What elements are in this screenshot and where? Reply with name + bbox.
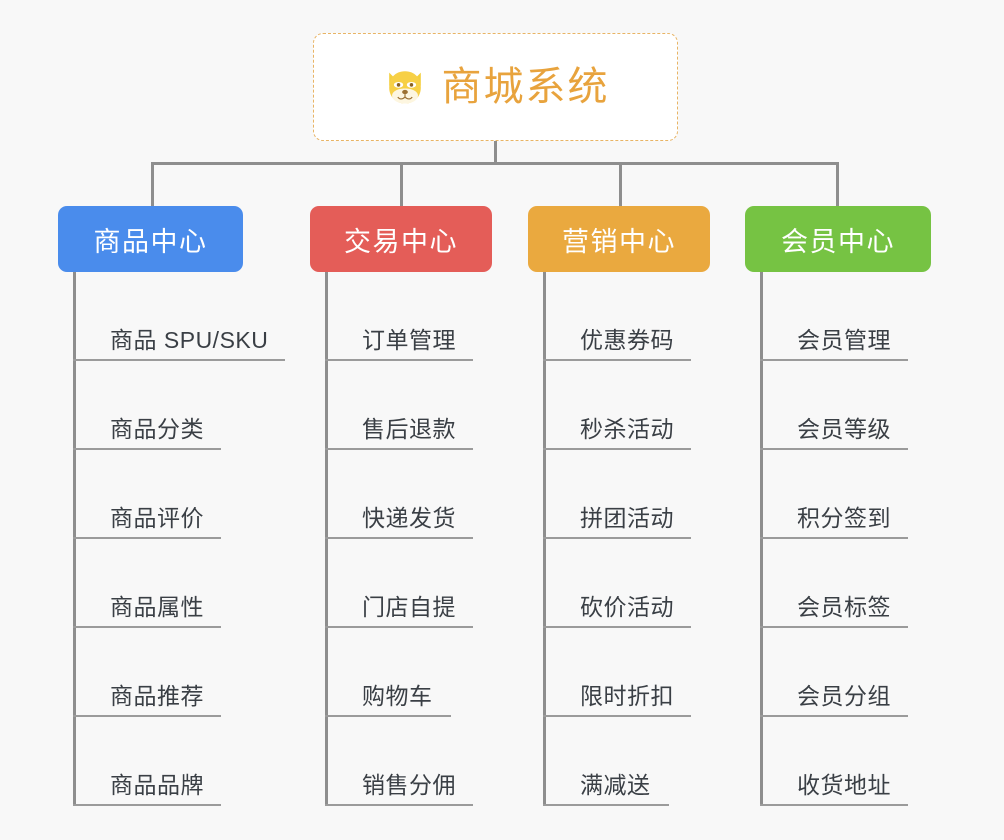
leaf-underline [543,626,691,628]
leaf-label: 商品推荐 [110,683,204,709]
leaf-label: 商品分类 [110,416,204,442]
category-header-4[interactable]: 会员中心 [745,206,931,272]
connector-drop-4 [836,162,839,207]
leaf-label: 商品品牌 [110,772,204,798]
leaf-label: 拼团活动 [580,505,674,531]
leaf-label: 收货地址 [797,772,891,798]
leaf-underline [760,715,908,717]
category-trunk-1 [73,272,76,806]
leaf-underline [543,359,691,361]
shiba-dog-face-icon [388,71,421,104]
leaf-underline [760,448,908,450]
root-title: 商城系统 [441,65,610,109]
leaf-underline [73,715,221,717]
leaf-underline [73,537,221,539]
leaf-label: 售后退款 [362,416,456,442]
leaf-underline [73,448,221,450]
category-trunk-2 [325,272,328,806]
connector-root-stem [494,141,497,164]
leaf-label: 秒杀活动 [580,416,674,442]
connector-drop-3 [619,162,622,207]
leaf-underline [325,537,473,539]
root-node[interactable]: 商城系统 [313,33,678,141]
leaf-label: 砍价活动 [580,594,674,620]
leaf-label: 满减送 [580,772,651,798]
leaf-underline [325,626,473,628]
leaf-underline [543,537,691,539]
leaf-label: 会员标签 [797,594,891,620]
connector-drop-2 [400,162,403,207]
leaf-label: 商品属性 [110,594,204,620]
leaf-label: 销售分佣 [362,772,456,798]
leaf-underline [73,804,221,806]
category-header-2[interactable]: 交易中心 [310,206,492,272]
leaf-label: 限时折扣 [580,683,674,709]
leaf-label: 积分签到 [797,505,891,531]
category-header-3[interactable]: 营销中心 [528,206,710,272]
leaf-label: 优惠券码 [580,327,674,353]
connector-horizontal-bus [151,162,839,165]
leaf-label: 会员管理 [797,327,891,353]
leaf-label: 会员等级 [797,416,891,442]
leaf-underline [325,715,451,717]
leaf-underline [325,359,473,361]
leaf-underline [73,359,285,361]
category-trunk-4 [760,272,763,806]
leaf-label: 订单管理 [362,327,456,353]
leaf-label: 购物车 [362,683,433,709]
leaf-underline [760,626,908,628]
leaf-underline [543,804,669,806]
connector-drop-1 [151,162,154,207]
leaf-label: 快递发货 [362,505,456,531]
leaf-underline [325,448,473,450]
leaf-label: 会员分组 [797,683,891,709]
leaf-underline [543,448,691,450]
leaf-label: 商品评价 [110,505,204,531]
leaf-underline [760,537,908,539]
leaf-label: 门店自提 [362,594,456,620]
leaf-underline [760,359,908,361]
leaf-underline [73,626,221,628]
leaf-underline [325,804,473,806]
leaf-label: 商品 SPU/SKU [110,327,269,353]
leaf-underline [543,715,691,717]
leaf-underline [760,804,908,806]
category-trunk-3 [543,272,546,806]
category-header-1[interactable]: 商品中心 [58,206,243,272]
